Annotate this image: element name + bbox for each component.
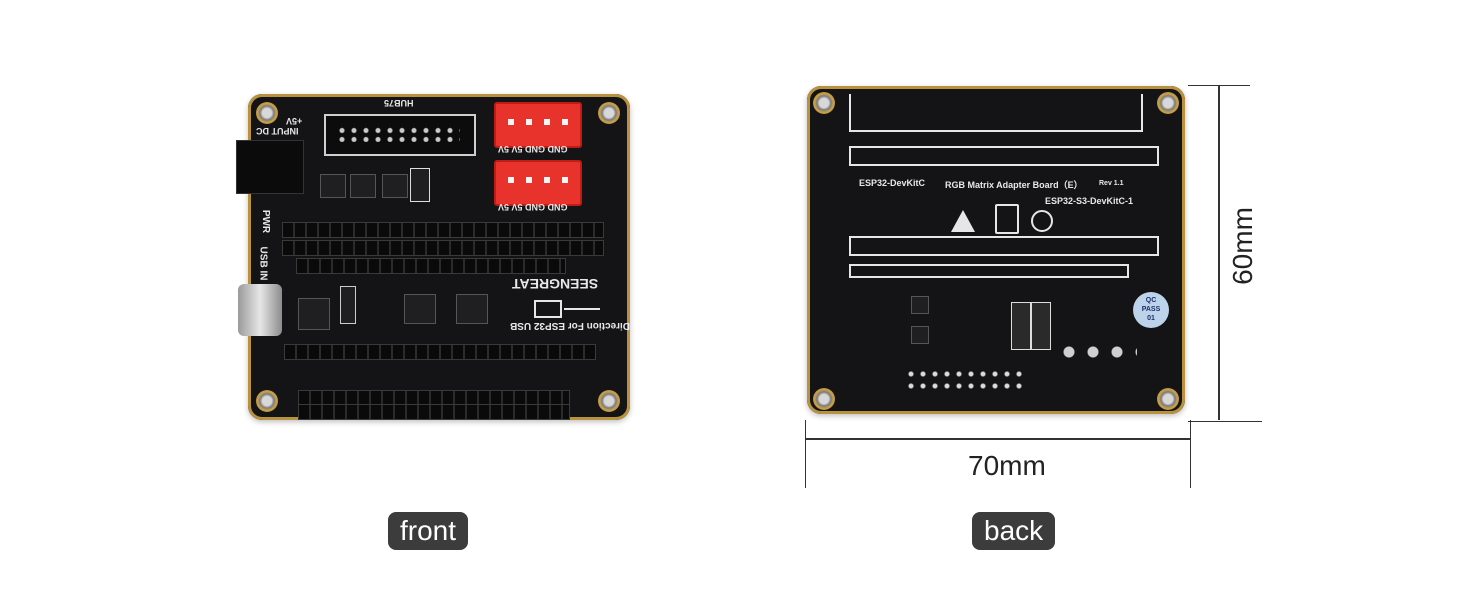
pad-grid xyxy=(905,368,1025,392)
usb-bridge-chip xyxy=(298,298,330,330)
back-board: ESP32-DevKitC RGB Matrix Adapter Board（E… xyxy=(807,86,1185,414)
devkitc-s3-label: ESP32-S3-DevKitC-1 xyxy=(1045,196,1134,206)
pin-header-row-6 xyxy=(298,404,570,420)
input-dc-label: INPUT DC xyxy=(256,126,299,136)
back-label: back xyxy=(972,512,1056,550)
front-board: HUB75 INPUT DC +5V GND GND 5V 5V GND GND… xyxy=(236,94,631,420)
power-connector-bottom xyxy=(494,160,582,206)
capacitor-2 xyxy=(1031,302,1051,350)
power-connector-bottom-label: GND GND 5V 5V xyxy=(498,202,568,212)
pin-header-row-4 xyxy=(284,344,596,360)
width-dimension-label: 70mm xyxy=(968,450,1046,481)
weee-bin-icon xyxy=(995,204,1019,234)
screw-top-left xyxy=(256,102,278,124)
header-outline-middle xyxy=(849,146,1159,166)
devkitc-label: ESP32-DevKitC xyxy=(859,178,926,188)
ic-chip-2 xyxy=(350,174,376,198)
header-outline-bottom xyxy=(849,264,1129,278)
power-switch xyxy=(340,286,356,324)
usb-c-port xyxy=(238,284,282,336)
checkmark-circle-icon xyxy=(1031,210,1053,232)
height-dimension-top-tick xyxy=(1188,85,1250,86)
header-outline-top xyxy=(849,94,1143,132)
pin-header-row-1 xyxy=(282,222,604,238)
screw-bottom-right xyxy=(598,390,620,412)
screw-bottom-right xyxy=(1157,388,1179,410)
front-label: front xyxy=(388,512,469,550)
smd-part-1 xyxy=(911,296,929,314)
qc-pass-text: PASS xyxy=(1141,306,1161,313)
plus5v-label: +5V xyxy=(286,116,303,126)
buffer-ic-2 xyxy=(456,294,488,324)
height-dimension-bottom-tick xyxy=(1188,421,1262,422)
screw-bottom-left xyxy=(813,388,835,410)
width-dimension-left-tick xyxy=(805,420,806,488)
width-dimension-line xyxy=(806,438,1190,440)
pin-header-row-2 xyxy=(282,240,604,256)
hub75-connector xyxy=(324,114,476,156)
qc-text: QC xyxy=(1145,297,1157,304)
ic-chip-3 xyxy=(382,174,408,198)
hub75-label: HUB75 xyxy=(384,98,414,108)
rev-label: Rev 1.1 xyxy=(1099,180,1124,187)
board-title-label: RGB Matrix Adapter Board（E） xyxy=(945,180,1083,190)
direction-label: Direction For ESP32 USB xyxy=(510,320,631,331)
pwr-label: PWR xyxy=(260,209,272,234)
screw-top-left xyxy=(813,92,835,114)
usb-in-label: USB IN xyxy=(257,246,269,281)
through-hole-pads xyxy=(1057,322,1137,392)
dc-power-jack xyxy=(236,140,304,194)
usb-direction-icon xyxy=(534,300,562,318)
qc-number-text: 01 xyxy=(1147,315,1155,322)
smd-part-2 xyxy=(911,326,929,344)
brand-label: SEENGREAT xyxy=(512,276,599,292)
arrow-left-icon xyxy=(564,308,600,310)
header-outline-lower xyxy=(849,236,1159,256)
width-dimension-right-tick xyxy=(1190,420,1191,488)
power-connector-top xyxy=(494,102,582,148)
pin-header-row-3 xyxy=(296,258,566,274)
height-dimension-line xyxy=(1218,86,1220,420)
regulator xyxy=(410,168,430,202)
screw-top-right xyxy=(1157,92,1179,114)
screw-top-right xyxy=(598,102,620,124)
height-dimension-label: 60mm xyxy=(1226,207,1258,285)
capacitor-1 xyxy=(1011,302,1031,350)
esd-warning-icon xyxy=(951,210,975,232)
ic-chip-1 xyxy=(320,174,346,198)
power-connector-top-label: GND GND 5V 5V xyxy=(498,144,568,154)
qc-pass-sticker: QC PASS 01 xyxy=(1133,292,1169,328)
buffer-ic-1 xyxy=(404,294,436,324)
screw-bottom-left xyxy=(256,390,278,412)
